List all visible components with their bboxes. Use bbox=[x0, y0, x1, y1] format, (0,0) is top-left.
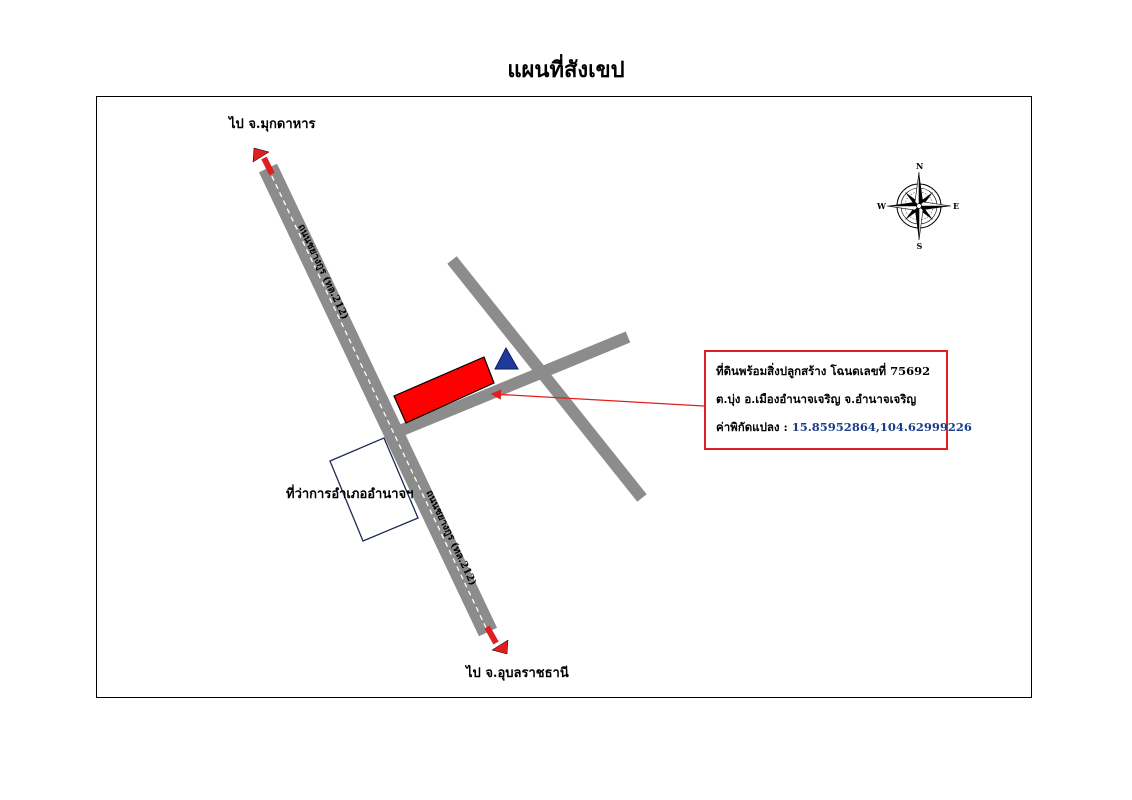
location-marker-icon bbox=[494, 346, 519, 370]
compass-east-label: E bbox=[953, 201, 959, 211]
side-road bbox=[399, 331, 631, 436]
district-office-label: ที่ว่าการอำเภออำนาจฯ bbox=[286, 484, 413, 502]
road-label-upper: ถนนชยางกูร (ทล.212) bbox=[294, 223, 350, 322]
coordinate-label: ค่าพิกัดแปลง : bbox=[716, 420, 792, 434]
compass-south-label: S bbox=[917, 241, 923, 251]
parcel-coordinate-line: ค่าพิกัดแปลง : 15.85952864,104.62999226 bbox=[716, 416, 972, 444]
destination-south-label: ไป จ.อุบลราชธานี bbox=[464, 664, 569, 681]
compass-rose-icon: N S E W bbox=[876, 161, 959, 251]
destination-north-label: ไป จ.มุกดาหาร bbox=[227, 115, 316, 132]
parcel-info-box: ที่ดินพร้อมสิ่งปลูกสร้าง โฉนดเลขที่ 7569… bbox=[704, 350, 972, 450]
pointer-arrow bbox=[490, 389, 705, 407]
compass-north-label: N bbox=[916, 161, 923, 171]
compass-west-label: W bbox=[876, 201, 887, 211]
highway-centerline bbox=[267, 167, 489, 633]
land-parcel bbox=[393, 356, 495, 424]
page-title: แผนที่สังเขป bbox=[507, 57, 625, 83]
parcel-title-line: ที่ดินพร้อมสิ่งปลูกสร้าง โฉนดเลขที่ 7569… bbox=[716, 364, 931, 378]
secondary-road bbox=[447, 256, 647, 502]
parcel-address-line: ต.บุ่ง อ.เมืองอำนาจเจริญ จ.อำนาจเจริญ bbox=[716, 392, 917, 406]
district-office-building bbox=[329, 437, 419, 542]
arrow-north bbox=[252, 147, 275, 176]
coordinate-value: 15.85952864,104.62999226 bbox=[791, 420, 972, 434]
map-frame bbox=[96, 96, 1032, 698]
arrow-south bbox=[484, 625, 509, 655]
